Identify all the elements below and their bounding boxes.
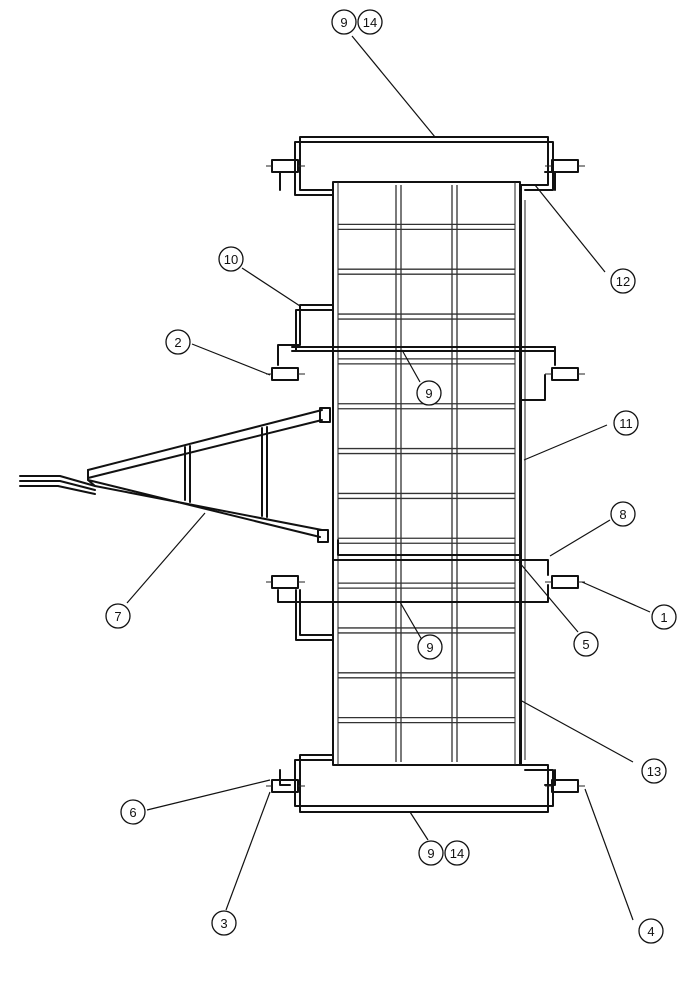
callout-12: 12: [610, 268, 636, 294]
callout-9-lower: 9: [417, 634, 443, 660]
right-rail: [520, 184, 526, 766]
callout-1: 1: [651, 604, 677, 630]
upper-left-hose: [277, 304, 334, 366]
cylinder-top-right: [545, 159, 585, 173]
cylinder-lower-left: [266, 575, 305, 589]
cylinder-lower-right: [545, 575, 585, 589]
svg-text:13: 13: [647, 764, 661, 779]
callout-2: 2: [165, 329, 191, 355]
callout-4: 4: [638, 918, 664, 944]
svg-text:14: 14: [363, 15, 377, 30]
cylinder-upper-right: [545, 367, 585, 381]
svg-text:14: 14: [450, 846, 464, 861]
svg-text:8: 8: [619, 507, 626, 522]
leaders: [126, 35, 651, 921]
callout-11: 11: [613, 410, 639, 436]
svg-text:9: 9: [426, 640, 433, 655]
callout-10: 10: [218, 246, 244, 272]
svg-text:9: 9: [427, 846, 434, 861]
svg-text:9: 9: [425, 386, 432, 401]
svg-text:6: 6: [129, 805, 136, 820]
cylinder-upper-left: [266, 367, 305, 381]
lower-cross-hose: [277, 584, 549, 641]
svg-text:9: 9: [340, 15, 347, 30]
svg-text:2: 2: [174, 335, 181, 350]
callout-14-top: 14: [357, 9, 383, 35]
upper-cross-hose: [291, 346, 556, 401]
cylinder-bottom-right: [545, 779, 585, 793]
callout-5: 5: [573, 631, 599, 657]
callout-9-top: 9: [331, 9, 357, 35]
hitch-tongue: [19, 407, 331, 543]
top-hose: [279, 136, 556, 196]
frame-crossbars: [338, 223, 515, 724]
callout-6: 6: [120, 799, 146, 825]
cylinder-top-left: [266, 159, 305, 173]
bottom-hose: [279, 754, 556, 813]
main-frame: [332, 181, 521, 766]
svg-text:11: 11: [619, 416, 633, 431]
cylinder-bottom-left: [266, 779, 305, 793]
callout-7: 7: [105, 603, 131, 629]
svg-text:5: 5: [582, 637, 589, 652]
callout-9-upper: 9: [416, 380, 442, 406]
svg-text:4: 4: [647, 924, 654, 939]
svg-text:10: 10: [224, 252, 238, 267]
callout-8: 8: [610, 501, 636, 527]
callout-9-bottom: 9: [418, 840, 444, 866]
hitch-hose: [332, 539, 549, 576]
svg-text:12: 12: [616, 274, 630, 289]
svg-text:1: 1: [660, 610, 667, 625]
svg-text:7: 7: [114, 609, 121, 624]
svg-text:3: 3: [220, 916, 227, 931]
callouts: 9 14 12 10 2 9 11 8: [105, 9, 677, 944]
callout-13: 13: [641, 758, 667, 784]
callout-3: 3: [211, 910, 237, 936]
callout-14-bottom: 14: [444, 840, 470, 866]
